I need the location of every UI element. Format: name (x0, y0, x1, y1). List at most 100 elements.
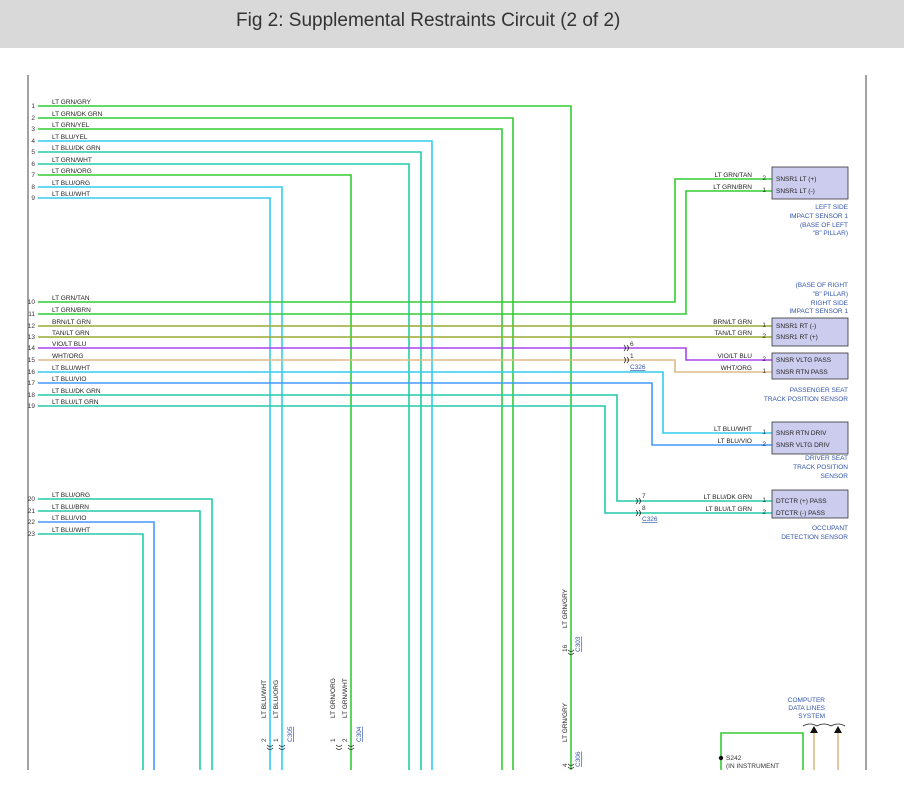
connector-pin: 1 (630, 353, 634, 360)
wire-label: LT BLU/ORG (52, 492, 90, 499)
wire-number: 18 (28, 392, 36, 399)
component-box (771, 489, 849, 519)
wire-14 (38, 347, 772, 361)
wire-number: 19 (28, 403, 36, 410)
splice-name: S242 (726, 755, 742, 762)
component-pin-label: DTCTR (+) PASS (776, 498, 827, 505)
component-wire-label: LT BLU/LT GRN (706, 506, 753, 513)
vertical-wire-label: LT BLU/ORG (273, 680, 280, 718)
connector-jaw (567, 763, 575, 769)
component-caption: (BASE OF RIGHT (796, 282, 848, 289)
wire-4 (38, 140, 433, 770)
component-pin-label: SNSR RTN PASS (776, 369, 828, 376)
component-caption: DRIVER SEAT (805, 455, 848, 462)
wire-label: LT BLU/ORG (52, 180, 90, 187)
computer-system-caption: COMPUTER (788, 697, 826, 704)
wires-group (38, 105, 839, 770)
wire-number: 15 (28, 357, 36, 364)
connector-jaw (567, 649, 575, 655)
wire-10 (38, 178, 772, 303)
component-pin-number: 1 (762, 187, 766, 194)
wire-label: LT GRN/YEL (52, 122, 90, 129)
connector-c305-link: C305 (287, 726, 294, 742)
wire-label: LT GRN/TAN (52, 295, 90, 302)
wire-number: 8 (31, 184, 35, 191)
component-pin-number: 2 (762, 441, 766, 448)
component-caption: LEFT SIDE (815, 204, 848, 211)
component-caption: "B" PILLAR) (813, 230, 848, 237)
vertical-wire-label: LT GRN/WHT (342, 678, 349, 718)
wire-number: 4 (31, 138, 35, 145)
component-caption: TRACK POSITION SENSOR (764, 396, 848, 403)
component-box (771, 166, 849, 200)
connector-pin: 2 (342, 738, 349, 742)
wire-number: 9 (31, 195, 35, 202)
component-pin-label: SNSR1 LT (+) (776, 176, 816, 183)
wire-label: LT BLU/VIO (52, 515, 86, 522)
wire-label: TAN/LT GRN (52, 330, 90, 337)
wire-11 (38, 190, 772, 315)
component-pin-number: 2 (762, 356, 766, 363)
component-caption: PASSENGER SEAT (790, 387, 848, 394)
component-pin-label: DTCTR (-) PASS (776, 510, 826, 517)
wire-2 (38, 117, 514, 770)
component-pin-label: SNSR VLTG PASS (776, 357, 832, 364)
wire-label: LT BLU/WHT (52, 365, 90, 372)
connector-pin: 1 (273, 738, 280, 742)
wire-number: 6 (31, 161, 35, 168)
connector-c303-link: C303 (575, 636, 582, 652)
connector-jaw (335, 744, 343, 750)
wire-label: LT BLU/YEL (52, 134, 88, 141)
component-wire-label: TAN/LT GRN (714, 330, 752, 337)
component-caption: SENSOR (821, 473, 849, 480)
connector-jaw (347, 744, 355, 750)
component-caption: (BASE OF LEFT (800, 222, 848, 229)
wire-20 (38, 498, 213, 770)
component-pin-number: 2 (762, 333, 766, 340)
wire-17 (38, 382, 772, 446)
wire-number: 22 (28, 519, 36, 526)
wire-label: LT BLU/DK GRN (52, 388, 101, 395)
connector-pin: 4 (562, 763, 569, 767)
wire-label: LT GRN/ORG (52, 168, 92, 175)
component-wire-label: VIO/LT BLU (718, 353, 753, 360)
wire-19 (38, 405, 772, 514)
wire-8 (38, 186, 283, 770)
wire-number: 21 (28, 508, 36, 515)
wire-number: 12 (28, 323, 36, 330)
connector-c304-link: C304 (356, 726, 363, 742)
connector-pin: 7 (642, 493, 646, 500)
page-title: Fig 2: Supplemental Restraints Circuit (… (236, 10, 621, 31)
connector-jaw (635, 497, 641, 505)
component-wire-label: WHT/ORG (721, 365, 752, 372)
wire-label: LT BLU/LT GRN (52, 399, 99, 406)
component-box (771, 317, 849, 347)
component-caption: RIGHT SIDE (811, 300, 849, 307)
component-wire-label: LT BLU/WHT (714, 426, 752, 433)
component-wire-label: LT GRN/TAN (714, 172, 752, 179)
component-caption: "B" PILLAR) (813, 291, 848, 298)
connector-jaw (278, 744, 286, 750)
connector-c326-link[interactable]: C326 (630, 364, 646, 371)
vertical-wire-label: LT GRN/GRY (562, 588, 569, 628)
connector-jaw (623, 356, 629, 364)
wire-7 (38, 174, 352, 770)
component-pin-number: 1 (762, 497, 766, 504)
component-pin-number: 2 (762, 175, 766, 182)
component-caption: TRACK POSITION (793, 464, 848, 471)
connector-c326-link[interactable]: C326 (642, 516, 658, 523)
wire-number: 5 (31, 149, 35, 156)
connector-pin: 8 (642, 505, 646, 512)
wire-9 (38, 197, 271, 770)
wire-label: LT BLU/BRN (52, 504, 89, 511)
component-pin-number: 1 (762, 429, 766, 436)
splice-wire (720, 732, 804, 770)
wire-label: LT BLU/WHT (52, 191, 90, 198)
wire-number: 7 (31, 172, 35, 179)
wire-number: 23 (28, 531, 36, 538)
wire-label: LT GRN/BRN (52, 307, 91, 314)
wire-label: LT BLU/WHT (52, 527, 90, 534)
wire-15 (38, 359, 772, 373)
